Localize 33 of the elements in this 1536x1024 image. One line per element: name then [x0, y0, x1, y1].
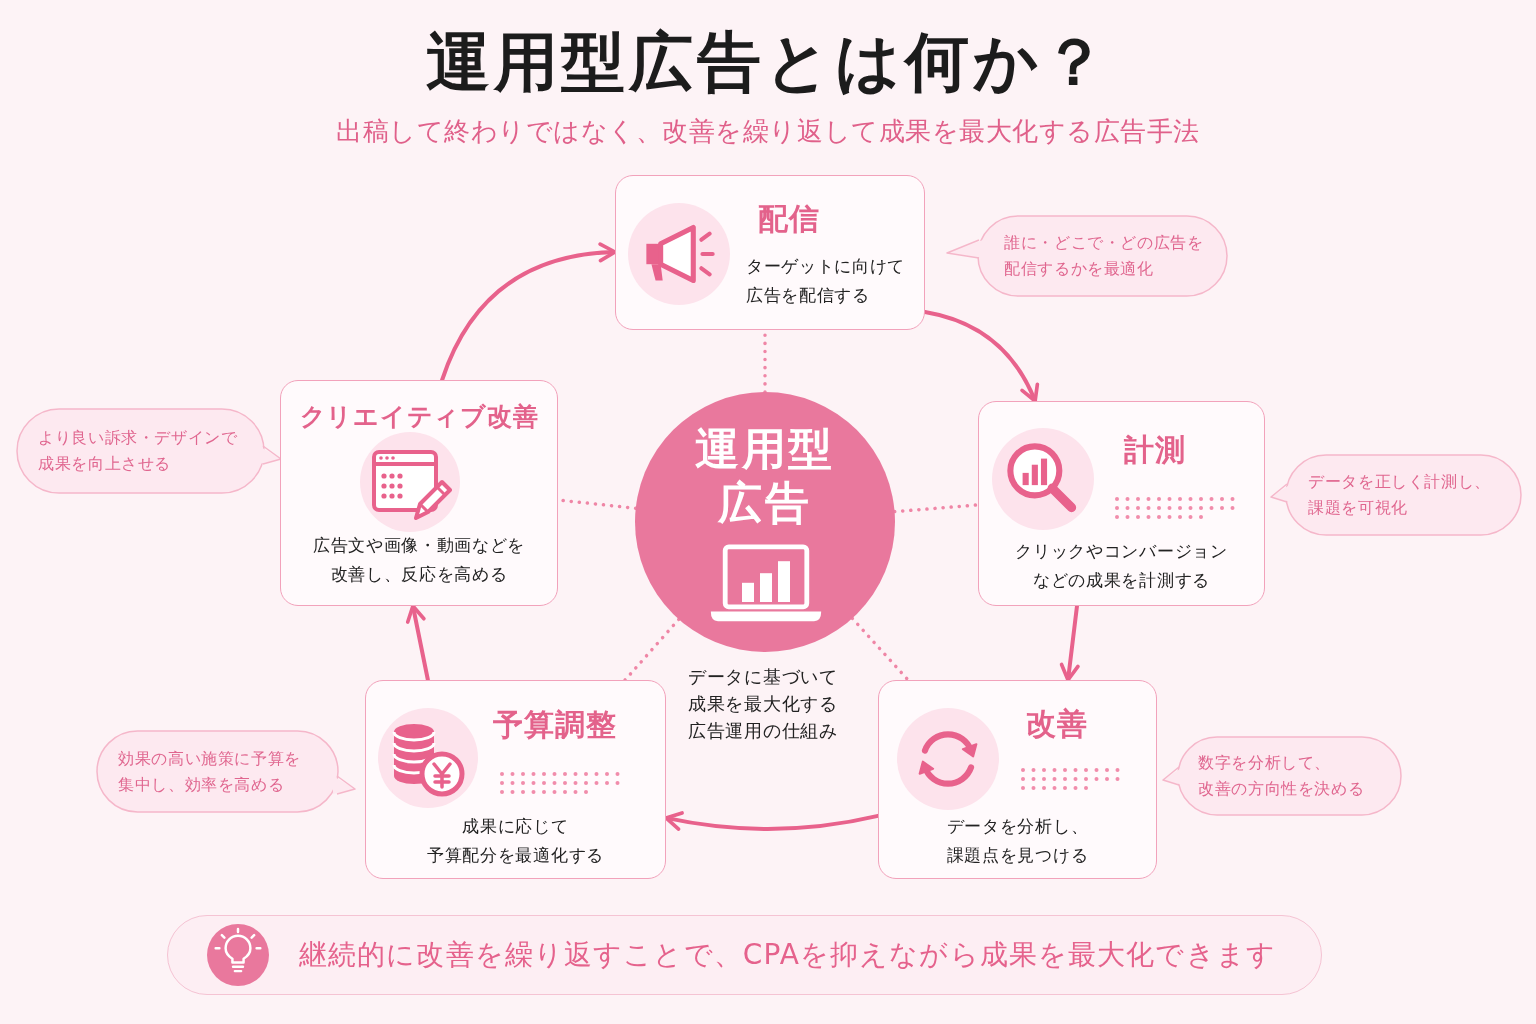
box-text: ターゲットに向けて広告を配信する — [746, 255, 907, 307]
box-heading: 改善 — [1026, 706, 1088, 742]
dotted-line — [623, 617, 681, 682]
box-heading: 配信 — [758, 201, 820, 237]
subtitle: 出稿して終わりではなく、改善を繰り返して成果を最大化する広告手法 — [336, 115, 1200, 148]
process-box — [365, 680, 666, 879]
dotted-line — [892, 503, 980, 514]
arrow — [440, 242, 617, 382]
callout-text: 効果の高い施策に予算を集中し、効率を高める — [118, 748, 303, 796]
caption-text: データに基づいて成果を最大化する広告運用の仕組み — [688, 665, 839, 743]
callout-text: データを正しく計測し、課題を可視化 — [1308, 471, 1493, 519]
process-box — [878, 680, 1157, 879]
process-box — [978, 401, 1265, 606]
box-text: データを分析し、課題点を見つける — [945, 815, 1090, 867]
box-heading: 予算調整 — [493, 707, 617, 743]
callout-text: 数字を分析して、改善の方向性を決める — [1198, 752, 1366, 800]
title: 運用型広告とは何か？ — [425, 24, 1111, 100]
box-heading: クリエイティブ改善 — [299, 401, 539, 433]
box-heading: 計測 — [1124, 432, 1186, 468]
box-text: 広告文や画像・動画などを改善し、反応を高める — [311, 534, 527, 586]
dotted-line — [850, 616, 910, 682]
banner-text: 継続的に改善を繰り返すことで、CPAを抑えながら成果を最大化できます — [299, 938, 1276, 972]
arrow — [664, 810, 880, 831]
callout-text: より良い訴求・デザインで成果を向上させる — [38, 427, 239, 475]
box-text: クリックやコンバージョンなどの成果を計測する — [1014, 540, 1229, 592]
box-text: 成果に応じて予算配分を最適化する — [426, 815, 605, 867]
process-box — [615, 175, 925, 330]
arrow — [405, 604, 430, 682]
arrow — [1059, 604, 1080, 682]
callout-text: 誰に・どこで・どの広告を配信するかを最適化 — [1004, 232, 1205, 280]
process-box — [280, 380, 558, 606]
arrow — [923, 310, 1039, 403]
circle-title: 運用型広告 — [694, 422, 836, 530]
